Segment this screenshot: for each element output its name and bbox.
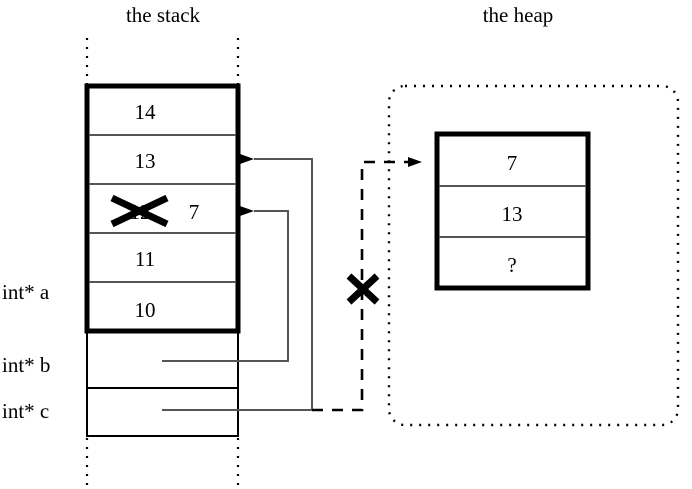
stack-cell-value-0: 14 — [135, 100, 157, 124]
stack-cell-value-1: 13 — [135, 149, 156, 173]
heap-cell-value-2: ? — [507, 253, 516, 277]
stack-cell-value-3: 11 — [135, 247, 155, 271]
stack-dotted-top-guides — [85, 38, 240, 86]
dangling-pointer-dashed-path — [312, 157, 422, 412]
heap-cell-value-1: 13 — [502, 202, 523, 226]
pointer-arrow-b — [162, 206, 289, 362]
heap-title: the heap — [483, 3, 554, 27]
heap-block — [434, 131, 591, 291]
heap-cell-value-0: 7 — [507, 151, 518, 175]
variable-label-c: int* c — [2, 399, 49, 423]
variable-label-b: int* b — [2, 353, 50, 377]
stack-array-box — [84, 83, 241, 334]
x-strike-dangling-pointer-icon — [346, 273, 380, 305]
stack-cell-value-2-new: 7 — [189, 200, 200, 224]
stack-title: the stack — [126, 3, 201, 27]
stack-pointer-slots-frame — [86, 330, 239, 437]
stack-dotted-bottom-guides — [85, 438, 240, 489]
x-strike-12-icon — [110, 194, 169, 228]
stack-cell-value-4: 10 — [135, 298, 156, 322]
pointer-arrow-c-stack-leg — [162, 154, 313, 411]
variable-label-a: int* a — [2, 280, 50, 304]
